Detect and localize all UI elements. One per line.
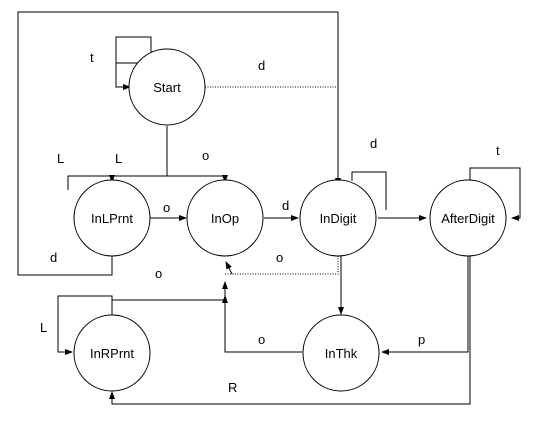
edge-label-indigit-to-inop: o — [276, 250, 283, 265]
edge-label-inrprnt-to-inop: o — [155, 266, 162, 281]
edge-inthk-to-inop — [222, 295, 302, 353]
edge-label-afterdigit-to-inthk: p — [418, 332, 425, 347]
edge-indigit-self — [351, 171, 387, 210]
node-inrprnt: InRPrnt — [73, 314, 151, 392]
edge-indigit-to-inop — [225, 256, 339, 275]
node-indigit-label: InDigit — [320, 211, 357, 226]
edge-label-inrprnt-self: L — [40, 320, 47, 335]
node-inthk: InThk — [302, 314, 380, 392]
node-afterdigit: AfterDigit — [429, 179, 507, 257]
edge-label-afterdigit-to-inrprnt: R — [228, 380, 237, 395]
node-inrprnt-label: InRPrnt — [90, 346, 134, 361]
edge-label-start-to-indigit: d — [258, 58, 265, 73]
edge-label-inthk-to-inop: o — [258, 332, 265, 347]
node-indigit: InDigit — [299, 179, 377, 257]
node-inthk-label: InThk — [325, 346, 358, 361]
node-inlprnt-label: InLPrnt — [91, 211, 133, 226]
edge-inlprnt-to-indigit-outer — [17, 11, 338, 276]
edge-afterdigit-to-inrprnt — [109, 256, 471, 405]
edge-afterdigit-self — [469, 167, 521, 221]
edge-label-inlprnt-to-indigit: d — [50, 250, 57, 265]
node-inlprnt: InLPrnt — [73, 179, 151, 257]
edge-label-indigit-self: d — [370, 136, 377, 151]
edge-start-self-arrow — [115, 63, 131, 90]
edge-label-afterdigit-self: t — [496, 143, 500, 158]
edge-label-start-self: t — [90, 50, 94, 65]
edge-label-start-to-inlprnt-b: L — [115, 151, 122, 166]
edge-start-self — [115, 36, 152, 64]
edge-indigit-to-inop-arrow — [225, 261, 233, 275]
edge-inrprnt-self — [57, 295, 113, 355]
edge-label-start-to-inlprnt-a: L — [57, 151, 64, 166]
node-start: Start — [128, 48, 206, 126]
edge-label-inlprnt-to-inop: o — [163, 200, 170, 215]
edge-afterdigit-to-inthk — [381, 256, 469, 355]
edge-label-inop-to-indigit: d — [282, 198, 289, 213]
node-start-label: Start — [153, 80, 181, 95]
node-afterdigit-label: AfterDigit — [441, 211, 495, 226]
node-inop-label: InOp — [211, 211, 239, 226]
edge-inrprnt-to-inop — [111, 281, 228, 315]
edge-label-start-to-inop: o — [202, 148, 209, 163]
node-inop: InOp — [186, 179, 264, 257]
